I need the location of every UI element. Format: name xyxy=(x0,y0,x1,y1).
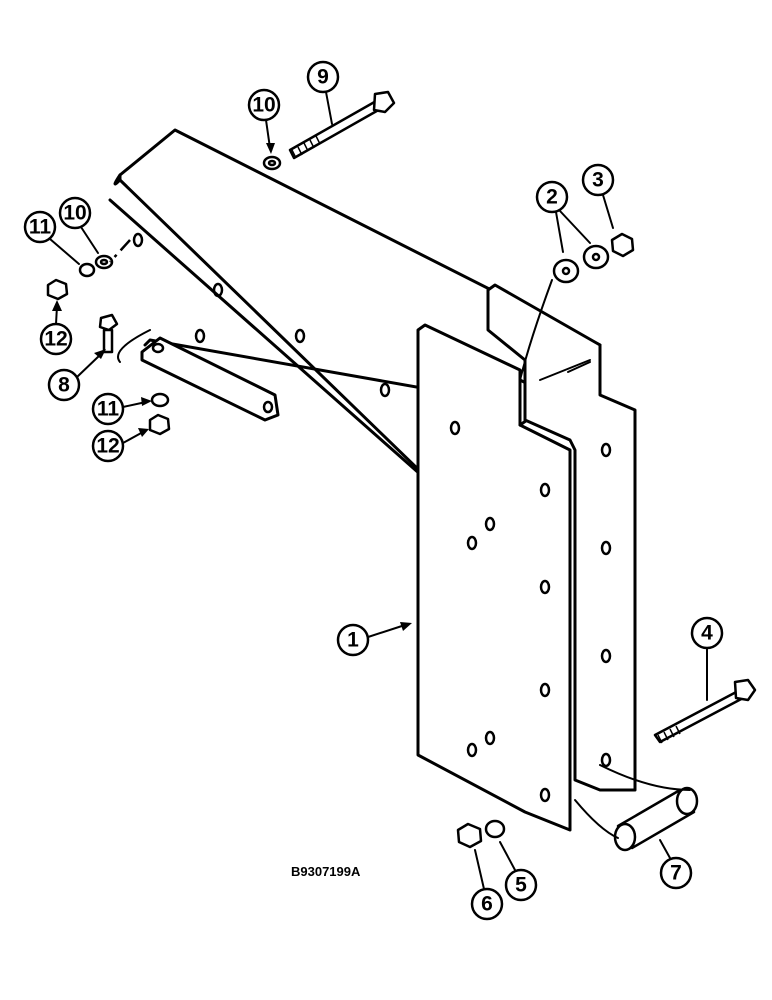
callout-label-9: 9 xyxy=(317,66,329,89)
callout-5: 5 xyxy=(499,841,538,902)
callout-label-11-left: 11 xyxy=(29,216,52,239)
callout-label-8: 8 xyxy=(58,374,70,397)
washer-part-10-left xyxy=(94,254,114,270)
callout-label-7: 7 xyxy=(670,862,682,885)
bolt-part-9 xyxy=(288,90,396,160)
callout-10-top: 10 xyxy=(247,88,281,154)
spacer-part-7 xyxy=(613,786,699,852)
callout-label-4: 4 xyxy=(701,622,713,645)
callout-2: 2 xyxy=(535,180,591,253)
callout-label-2: 2 xyxy=(546,186,558,209)
callout-11-bottom: 11 xyxy=(91,392,152,426)
lockwasher-part-5 xyxy=(484,819,506,839)
callout-label-3: 3 xyxy=(592,169,604,192)
callout-label-10-left: 10 xyxy=(63,202,86,225)
bolt-part-4 xyxy=(653,678,757,744)
lockwasher-part-11-left xyxy=(78,262,96,278)
front-plate-holes xyxy=(466,482,551,803)
callout-label-12-bottom: 12 xyxy=(96,435,119,458)
callout-label-6: 6 xyxy=(481,893,493,916)
housing-holes xyxy=(132,232,461,436)
washers-part-2 xyxy=(552,244,610,284)
callout-11-left: 11 xyxy=(23,210,80,265)
leader-curves xyxy=(109,239,691,839)
callout-4: 4 xyxy=(690,616,724,701)
callout-label-5: 5 xyxy=(515,874,527,897)
figure-id: B9307199A xyxy=(291,864,361,879)
callout-9: 9 xyxy=(306,60,340,125)
callout-label-1: 1 xyxy=(347,629,359,652)
callouts: 1 2 3 4 5 6 xyxy=(23,60,724,921)
callout-label-12-left: 12 xyxy=(44,328,67,351)
callout-label-10-top: 10 xyxy=(252,94,275,117)
bolt-part-8 xyxy=(98,313,119,354)
lockwasher-part-11-bottom xyxy=(150,392,170,408)
rear-plate-holes xyxy=(600,442,612,768)
callout-3: 3 xyxy=(581,163,615,229)
nut-part-12-bottom xyxy=(148,413,171,436)
callout-label-11-bottom: 11 xyxy=(97,398,120,421)
nut-part-6 xyxy=(456,822,483,849)
callout-1: 1 xyxy=(336,622,412,657)
callout-12-bottom: 12 xyxy=(91,428,149,463)
washer-part-10-top xyxy=(262,155,282,171)
callout-6: 6 xyxy=(470,849,504,921)
rear-plate xyxy=(486,283,637,792)
nut-part-3 xyxy=(610,232,635,258)
callout-10-left: 10 xyxy=(58,196,99,254)
bracket-tab xyxy=(140,336,280,422)
threaded-stud xyxy=(539,359,591,381)
callout-7: 7 xyxy=(659,839,693,890)
nut-part-12-left xyxy=(46,278,69,301)
callout-12-left: 12 xyxy=(39,300,73,356)
callout-8: 8 xyxy=(47,349,106,402)
